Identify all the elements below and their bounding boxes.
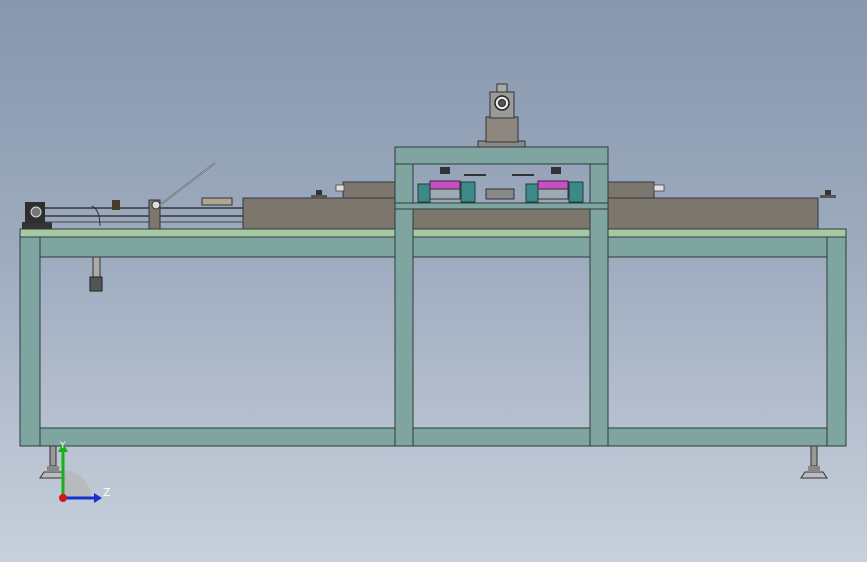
left-work-plate — [242, 197, 396, 230]
bench-top-strip — [19, 228, 847, 238]
triad-x-origin — [59, 494, 67, 502]
gantry-right-post — [589, 146, 609, 447]
table-frame[interactable] — [19, 228, 847, 447]
triad-shade — [63, 470, 91, 498]
gantry-cross-bar — [394, 202, 609, 210]
work-plate[interactable] — [242, 181, 836, 230]
frame-center-opening — [412, 256, 591, 429]
clamp-cylinders[interactable] — [417, 167, 584, 203]
gantry-left-post — [394, 146, 414, 447]
frame-right-leg — [826, 236, 847, 447]
left-feed-assembly[interactable] — [22, 162, 243, 292]
top-drive-unit[interactable] — [477, 83, 526, 148]
triad-y-label: Y — [60, 441, 66, 451]
coordinate-triad[interactable] — [58, 443, 102, 503]
triad-y-arrow — [58, 443, 68, 452]
triad-z-arrow — [94, 493, 102, 503]
leveling-feet[interactable] — [39, 445, 828, 479]
frame-left-leg — [19, 236, 41, 447]
triad-z-label: Z — [103, 486, 111, 499]
frame-top-rail — [19, 236, 847, 258]
gantry-top-beam — [394, 146, 609, 165]
frame-bottom-rail — [19, 427, 847, 447]
frame-right-opening — [607, 256, 828, 429]
right-work-plate — [607, 197, 819, 230]
right-foot — [800, 445, 828, 479]
